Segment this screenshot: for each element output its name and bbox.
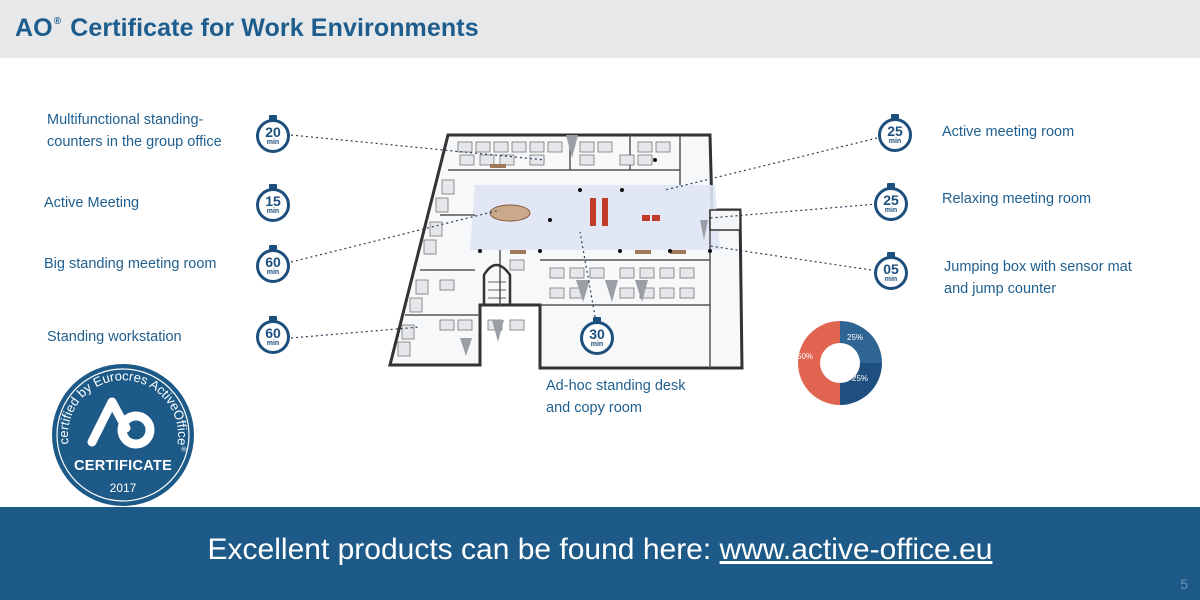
label-relaxing-meeting-room: Relaxing meeting room bbox=[942, 191, 1092, 207]
donut-label-left: 50% bbox=[797, 352, 814, 361]
certificate-seal-logo: certified by Eurocres ActiveOffice® bbox=[52, 364, 194, 506]
seal-certificate-text: CERTIFICATE bbox=[73, 458, 173, 474]
donut-slice-top-right bbox=[840, 321, 882, 363]
label-standing-workstation: Standing workstation bbox=[47, 329, 182, 345]
usage-donut-chart bbox=[798, 321, 882, 405]
label-active-meeting: Active Meeting bbox=[44, 195, 140, 211]
page-number: 5 bbox=[1180, 576, 1188, 592]
donut-label-top-right: 25% bbox=[847, 333, 864, 342]
label-adhoc-desk: Ad-hoc standing desk and copy room bbox=[546, 378, 686, 416]
donut-slice-left bbox=[798, 321, 840, 405]
footer-link[interactable]: www.active-office.eu bbox=[719, 533, 993, 566]
donut-label-bottom-right: 25% bbox=[852, 374, 869, 383]
donut-slice-bottom-right bbox=[840, 363, 882, 405]
label-big-standing: Big standing meeting room bbox=[44, 256, 217, 272]
seal-year-text: 2017 bbox=[109, 481, 137, 495]
label-active-meeting-room: Active meeting room bbox=[942, 124, 1075, 140]
label-multifunctional: Multifunctional standing- counters in th… bbox=[47, 112, 222, 150]
page-title: AO® Certificate for Work Environments bbox=[15, 14, 479, 42]
footer-text: Excellent products can be found here: ww… bbox=[207, 533, 993, 566]
footer-banner: Excellent products can be found here: ww… bbox=[0, 507, 1200, 600]
header-bar: AO® Certificate for Work Environments bbox=[0, 0, 1200, 58]
label-jumping-box: Jumping box with sensor mat and jump cou… bbox=[944, 259, 1132, 297]
